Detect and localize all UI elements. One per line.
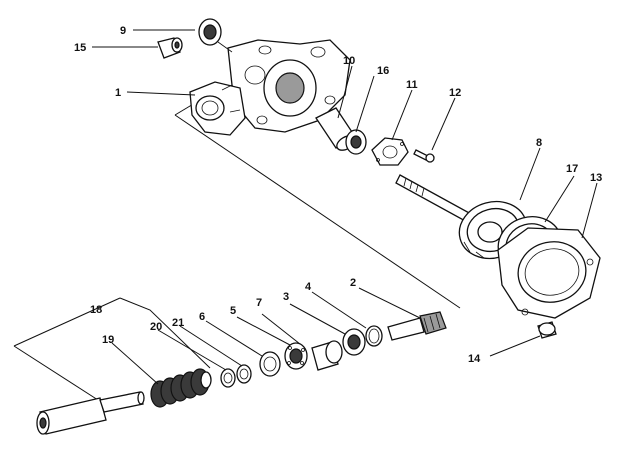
- callout-21: 21: [172, 317, 184, 329]
- callout-11: 11: [406, 79, 418, 91]
- retainer-plate-part-11: [371, 137, 409, 166]
- bearing-part-3: [342, 328, 366, 356]
- callout-15: 15: [74, 42, 86, 54]
- housing-part-1: [189, 39, 351, 136]
- callout-16: 16: [377, 65, 389, 77]
- pinion-part-2: [387, 311, 447, 341]
- callout-19: 19: [102, 334, 114, 346]
- spring-part-19: [150, 368, 212, 408]
- bearing-part-5: [284, 342, 308, 370]
- callout-labels: 1 2 3 4 5 6 7 8 9 10 11 12 13 14 15 16 1…: [74, 25, 602, 365]
- callout-18: 18: [90, 304, 102, 316]
- callout-12: 12: [449, 87, 461, 99]
- callout-1: 1: [115, 87, 121, 99]
- callout-leader-lines: [92, 29, 598, 385]
- callout-9: 9: [120, 25, 126, 37]
- callout-14: 14: [468, 353, 481, 365]
- callout-3: 3: [283, 291, 289, 303]
- bearing-part-16: [345, 129, 367, 155]
- callout-13: 13: [590, 172, 602, 184]
- callout-6: 6: [199, 311, 205, 323]
- screw-part-12: [413, 149, 435, 163]
- ring-part-6: [259, 351, 281, 377]
- bolt-part-14: [537, 321, 557, 339]
- ring-part-4: [365, 325, 383, 347]
- sleeve-part-7: [311, 340, 343, 371]
- washer-part-20: [220, 368, 236, 388]
- washer-part-21: [236, 364, 252, 384]
- callout-10: 10: [343, 55, 355, 67]
- callout-5: 5: [230, 305, 236, 317]
- assembly-bracket-lines: [13, 99, 461, 401]
- bushing-part-15: [157, 37, 183, 59]
- cover-part-13: [497, 227, 601, 319]
- pushrod-part-18: [36, 391, 145, 435]
- callout-4: 4: [305, 281, 312, 293]
- callout-7: 7: [256, 297, 262, 309]
- callout-2: 2: [350, 277, 356, 289]
- callout-8: 8: [536, 137, 542, 149]
- callout-20: 20: [150, 321, 162, 333]
- callout-17: 17: [566, 163, 578, 175]
- bearing-part-9: [198, 18, 233, 53]
